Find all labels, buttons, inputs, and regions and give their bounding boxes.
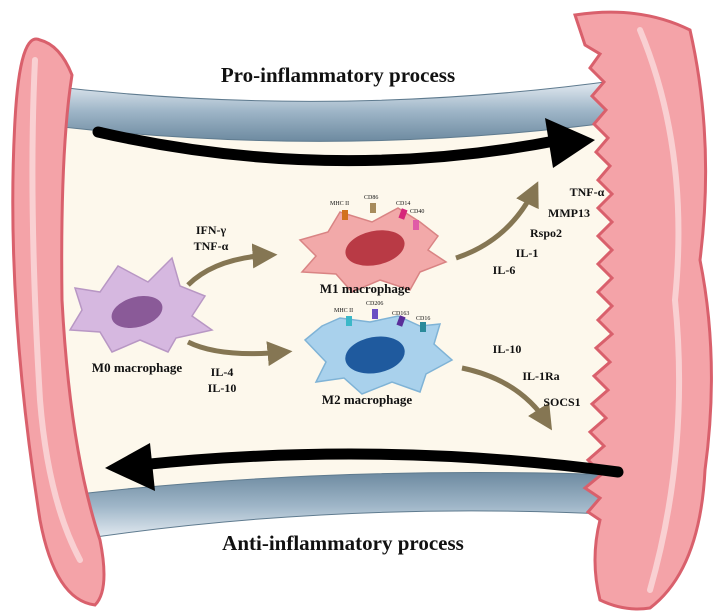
pro-inflammatory-arrow (92, 126, 566, 167)
pro-inflammatory-title: Pro-inflammatory process (221, 63, 455, 87)
m0-to-m2-arrow (186, 339, 293, 367)
m2-stimulus-2: IL-10 (208, 381, 237, 395)
m1-marker-label-1: MHC II (330, 201, 349, 207)
m2-marker-mhcii-icon (346, 316, 352, 326)
m1-stimulus-2: TNF-α (194, 239, 229, 253)
m2-label: M2 macrophage (322, 392, 413, 407)
m1-secreted-3: Rspo2 (530, 226, 562, 240)
m2-secreted-2: IL-1Ra (522, 369, 559, 383)
m2-secreted-1: IL-10 (493, 342, 522, 356)
m1-marker-cd14-icon (398, 208, 408, 220)
m1-marker-label-4: CD40 (410, 209, 424, 215)
m0-macrophage (68, 256, 214, 353)
m2-secretion-arrow (461, 365, 553, 431)
anti-inflammatory-title: Anti-inflammatory process (222, 531, 464, 555)
m1-secreted-2: MMP13 (548, 206, 590, 220)
m2-marker-cd206-icon (372, 309, 378, 319)
m1-marker-mhcii-icon (342, 210, 348, 220)
m2-marker-cd163-icon (396, 315, 406, 327)
m0-label: M0 macrophage (92, 360, 183, 375)
anti-inflammatory-arrowhead (105, 443, 155, 491)
m2-stimulus-1: IL-4 (211, 365, 234, 379)
left-membrane-inner (29, 57, 83, 563)
m1-marker-cd40-icon (413, 220, 419, 230)
m2-secreted-3: SOCS1 (543, 395, 580, 409)
m1-marker-label-3: CD14 (396, 201, 410, 207)
m1-stimulus-1: IFN-γ (196, 223, 227, 237)
right-membrane-inner (637, 27, 683, 593)
m2-marker-label-2: CD206 (366, 301, 383, 307)
m1-marker-label-2: CD86 (364, 195, 378, 201)
anti-inflammatory-arrow (134, 448, 624, 478)
m2-marker-label-4: CD16 (416, 316, 430, 322)
interior-space (40, 110, 640, 500)
m1-secreted-5: IL-6 (493, 263, 516, 277)
m1-secreted-1: TNF-α (570, 185, 605, 199)
m2-marker-cd16-icon (420, 322, 426, 332)
m2-macrophage (303, 309, 454, 395)
pro-inflammatory-arrowhead (545, 118, 595, 168)
m1-marker-cd86-icon (370, 203, 376, 213)
m2-marker-label-1: MHC II (334, 308, 353, 314)
left-membrane (11, 37, 106, 607)
m2-marker-label-3: CD163 (392, 311, 409, 317)
m1-macrophage (298, 203, 448, 293)
m1-secretion-arrow (455, 181, 539, 261)
m1-label: M1 macrophage (320, 281, 411, 296)
m0-to-m1-arrow (186, 243, 278, 287)
m1-secreted-4: IL-1 (516, 246, 539, 260)
